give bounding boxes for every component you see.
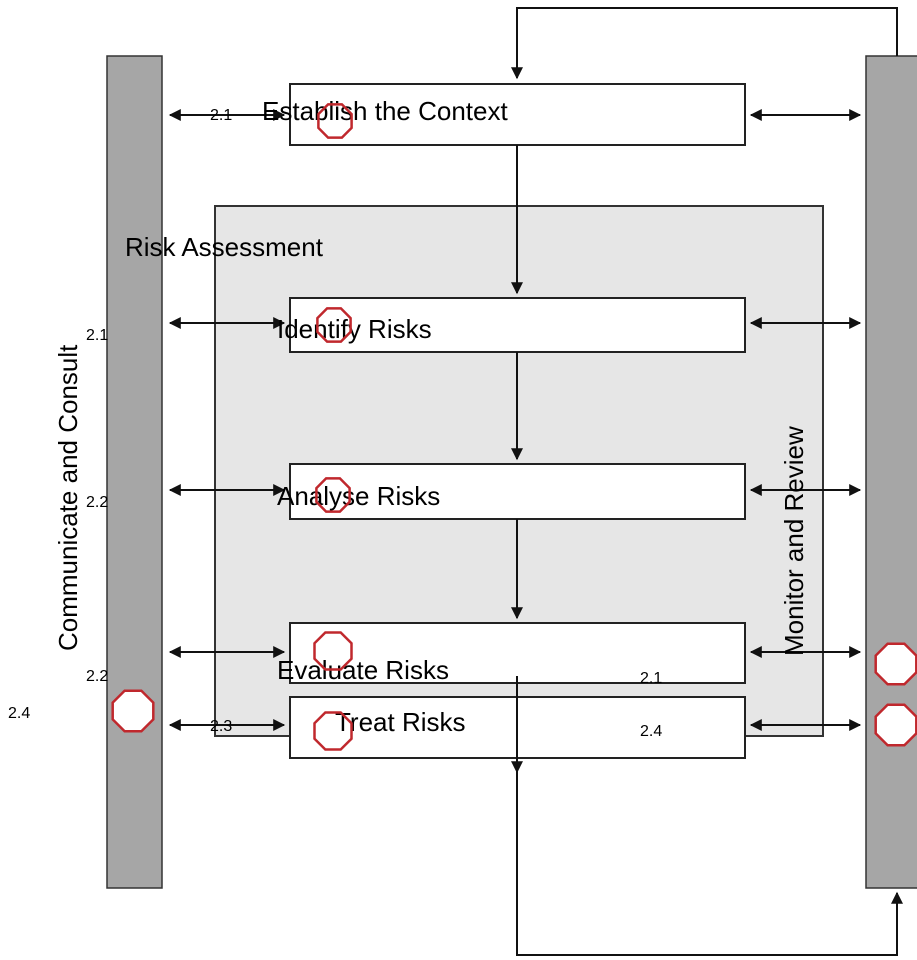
marker-evaluate: [313, 631, 353, 671]
ref-right-a: 2.1: [640, 670, 662, 687]
marker-treat: [313, 711, 353, 751]
monitor-review-label: Monitor and Review: [779, 426, 809, 656]
marker-analyse: [315, 477, 351, 513]
establish-context-box: [289, 83, 746, 146]
ref-analyse: 2.2: [86, 494, 108, 511]
communicate-consult-bar: [106, 55, 163, 889]
ref-right-b: 2.4: [640, 723, 662, 740]
treat-risks-label: Treat Risks: [335, 707, 466, 737]
annotation-markers: [111, 103, 917, 751]
ref-evaluate: 2.2: [86, 668, 108, 685]
identify-risks-box: [289, 297, 746, 353]
ref-establish: 2.1: [210, 107, 232, 124]
analyse-risks-box: [289, 463, 746, 520]
marker-left-bar: [111, 689, 155, 733]
monitor-review-bar: [865, 55, 917, 889]
establish-context-label: Establish the Context: [262, 96, 508, 126]
marker-right-bar-lower: [874, 703, 917, 747]
analyse-risks-label: Analyse Risks: [277, 481, 440, 511]
ref-left-margin: 2.4: [8, 705, 30, 722]
ref-identify: 2.1: [86, 327, 108, 344]
risk-assessment-label: Risk Assessment: [125, 232, 324, 262]
identify-risks-label: Identify Risks: [277, 314, 432, 344]
feedback-loop-top-arrow: [511, 7, 898, 80]
evaluate-risks-label: Evaluate Risks: [277, 655, 449, 685]
communicate-consult-label: Communicate and Consult: [53, 344, 83, 651]
marker-establish: [317, 103, 353, 139]
marker-identify: [316, 307, 352, 343]
ref-treat: 2.3: [210, 718, 232, 735]
feedback-loop-bottom-arrow: [516, 758, 903, 956]
marker-right-bar-upper: [874, 642, 917, 686]
